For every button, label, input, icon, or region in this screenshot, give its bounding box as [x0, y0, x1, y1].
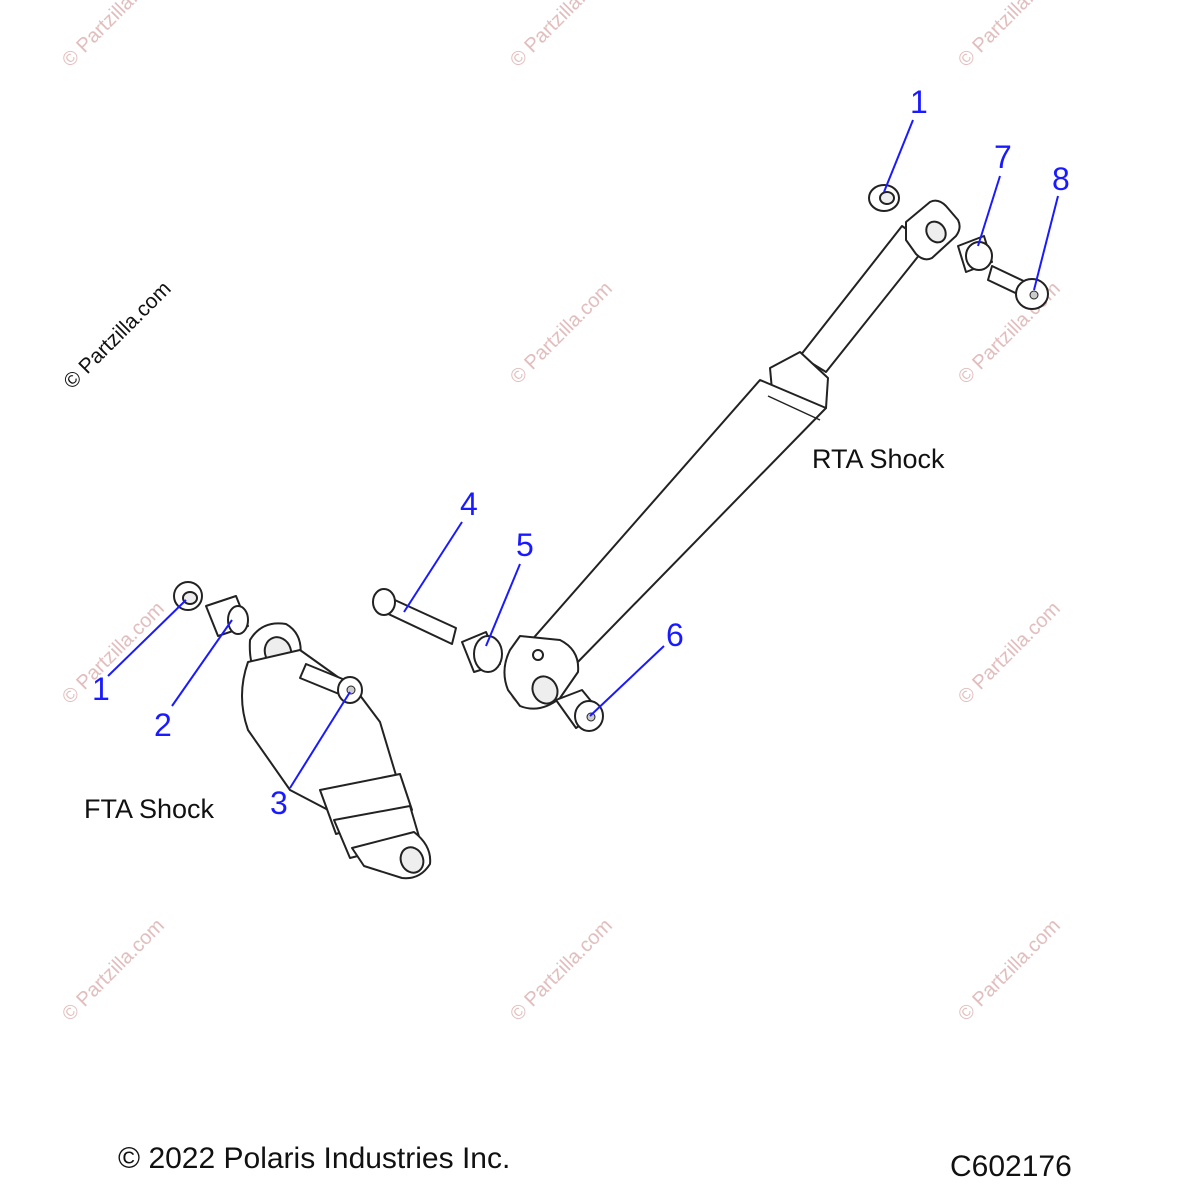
callout-numbers: 1 7 8 4 5 6 1 2 3	[92, 84, 1070, 821]
leader-fta-2	[171, 619, 233, 707]
fta-part-3-bolt	[299, 663, 363, 704]
callout-fta-3: 3	[270, 785, 288, 821]
leader-fta-3	[289, 691, 351, 789]
rta-shock-lower-eye-hole	[531, 675, 559, 705]
rta-shock-body-line	[767, 395, 821, 421]
rta-shock-shaft	[799, 225, 929, 373]
leader-rta-5	[485, 563, 521, 647]
copyright-notice: © 2022 Polaris Industries Inc.	[118, 1142, 510, 1175]
leader-rta-4	[403, 521, 463, 613]
rta-part-1-nut	[868, 184, 900, 212]
fta-part-1-nut	[173, 581, 203, 611]
rta-grease-fitting	[532, 649, 544, 661]
watermark: © Partzilla.com	[954, 598, 1065, 709]
fta-part-2-bushing	[205, 595, 249, 637]
rta-shock-top-eye-hole	[925, 220, 947, 244]
watermark-dark: © Partzilla.com	[59, 277, 175, 393]
watermark: © Partzilla.com	[506, 0, 617, 72]
leader-lines	[107, 119, 1059, 789]
drawing-number: C602176	[950, 1150, 1072, 1183]
rta-part-4-bolt	[372, 588, 457, 645]
fta-shock-label: FTA Shock	[84, 794, 215, 824]
watermark: © Partzilla.com	[58, 0, 169, 72]
watermark: © Partzilla.com	[954, 915, 1065, 1026]
rta-part-8-bolt	[987, 265, 1049, 310]
watermark: © Partzilla.com	[506, 278, 617, 389]
rta-shock	[503, 199, 961, 710]
rta-shock-label: RTA Shock	[812, 444, 945, 474]
rta-part-5-bushing	[461, 631, 503, 673]
leader-rta-1	[883, 119, 914, 193]
watermark: © Partzilla.com	[58, 915, 169, 1026]
callout-rta-8: 8	[1052, 161, 1070, 197]
callout-rta-7: 7	[994, 139, 1012, 175]
callout-rta-5: 5	[516, 527, 534, 563]
watermark: © Partzilla.com	[506, 915, 617, 1026]
callout-fta-2: 2	[154, 707, 172, 743]
callout-rta-4: 4	[460, 486, 478, 522]
leader-fta-1	[107, 599, 187, 677]
watermark: © Partzilla.com	[58, 598, 169, 709]
leader-rta-8	[1033, 195, 1059, 291]
callout-fta-1: 1	[92, 671, 110, 707]
leader-rta-6	[589, 645, 665, 717]
rta-shock-lower-eye	[503, 635, 580, 710]
fta-shock-body	[241, 649, 399, 813]
fta-shock-lower-eye-hole	[399, 846, 425, 874]
callout-rta-6: 6	[666, 617, 684, 653]
fta-shock	[241, 622, 432, 880]
watermark: © Partzilla.com	[954, 0, 1065, 72]
leader-rta-7	[977, 175, 1001, 247]
rta-part-6-bushing	[555, 689, 604, 732]
rta-part-7-bushing	[957, 235, 993, 273]
watermark-group: © Partzilla.com © Partzilla.com © Partzi…	[58, 0, 1065, 1026]
callout-rta-1: 1	[910, 84, 928, 120]
